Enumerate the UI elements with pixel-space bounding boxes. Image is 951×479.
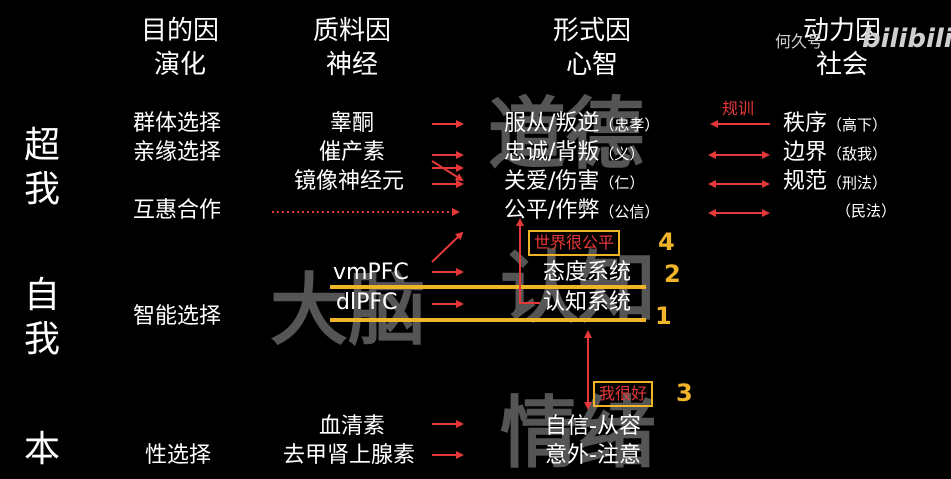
society-civil-law: （民法） [836,202,897,220]
moral-loyalty: 忠诚/背叛（义） [504,140,645,165]
neural-norepinephrine: 去甲肾上腺素 [283,443,416,468]
neural-testosterone: 睾酮 [330,111,375,136]
highlight-bar-attitude [330,285,646,289]
neural-mirror-neurons: 镜像神经元 [294,169,405,194]
emotion-confidence: 自信-从容 [545,414,641,439]
evo-reciprocal-cooperation: 互惠合作 [133,198,222,223]
regulation-label: 规训 [722,99,755,118]
level-superego-2: 我 [24,169,61,210]
highlight-bar-cognition [330,318,646,322]
arrow-oxytocin-b [431,160,464,182]
bilibili-logo: bilibili [862,24,951,54]
level-ego-1: 自 [24,275,61,316]
moral-care: 关爱/伤害（仁） [504,169,645,194]
neural-serotonin: 血清素 [319,414,386,439]
header-society: 社会 [816,50,869,80]
arrow-cognition-to-fairness [516,218,540,304]
header-material-cause: 质料因 [313,16,392,46]
society-norms: 规范（刑法） [783,169,888,194]
watermark-morality: 道德 [488,90,645,180]
evo-kin-selection: 亲缘选择 [133,140,222,165]
neural-vmpfc: vmPFC [333,260,409,285]
emotion-surprise: 意外-注意 [545,443,641,468]
evo-sexual-selection: 性选择 [145,443,212,468]
bilibili-author: 何久号 [775,32,824,51]
callout-number-3: 3 [676,379,693,407]
header-formal-cause: 形式因 [553,16,632,46]
header-efficient-cause: 动力因 [803,16,882,46]
header-mind: 心智 [566,50,619,80]
watermark-emotion: 情绪 [500,389,657,479]
arrows-layer [272,120,770,459]
watermark-cognition: 认知 [500,244,657,334]
header-evolution: 演化 [154,50,207,80]
bar-number-1: 1 [655,302,672,330]
callout-number-4: 4 [658,228,675,256]
neural-dlpfc: dlPFC [336,290,398,315]
attitude-system: 态度系统 [543,260,632,285]
society-boundary: 边界（敌我） [783,140,888,165]
callout-i-am-fine: 我很好 [593,381,654,407]
evo-intelligence-selection: 智能选择 [133,304,222,329]
header-neural: 神经 [326,50,379,80]
neural-oxytocin: 催产素 [319,140,386,165]
cognitive-system: 认知系统 [543,290,632,315]
header-final-cause: 目的因 [141,16,220,46]
callout-world-fair: 世界很公平 [528,230,621,256]
level-id: 本 [24,429,61,470]
moral-fairness: 公平/作弊（公信） [504,198,660,223]
evo-group-selection: 群体选择 [133,111,222,136]
bar-number-2: 2 [664,260,681,288]
moral-obedience: 服从/叛逆（忠孝） [504,111,660,136]
society-order: 秩序（高下） [783,111,888,136]
arrow-up-fairness [431,231,464,263]
level-ego-2: 我 [24,319,61,360]
level-superego-1: 超 [24,125,61,166]
